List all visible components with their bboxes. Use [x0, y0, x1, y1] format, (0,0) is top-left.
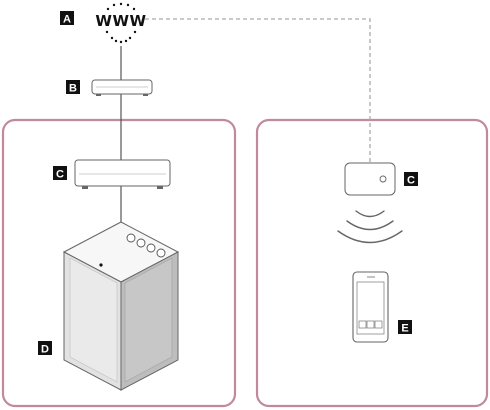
- internet-to-wireless-router-dashed-line: [145, 18, 371, 163]
- marker-c-wired: C: [53, 166, 67, 181]
- wireless-setup-panel: [255, 118, 489, 408]
- marker-b: B: [66, 80, 80, 95]
- wifi-waves-icon: [337, 210, 403, 244]
- marker-e: E: [398, 320, 412, 335]
- speaker-device: [62, 221, 180, 391]
- marker-d: D: [38, 341, 52, 356]
- internet-www-label: WWW: [95, 12, 146, 30]
- wired-setup-panel: [1, 118, 237, 408]
- globe-dots-icon: [105, 2, 137, 44]
- smartphone-device: [352, 271, 389, 343]
- wired-router-device: [74, 159, 171, 189]
- modem-device: [91, 79, 153, 96]
- wireless-router-device: [344, 162, 396, 196]
- marker-c-wireless: C: [404, 172, 418, 187]
- svg-text:C: C: [56, 169, 64, 181]
- svg-text:D: D: [41, 344, 49, 356]
- svg-text:C: C: [407, 175, 415, 187]
- marker-a: A: [60, 11, 74, 26]
- svg-text:B: B: [69, 83, 77, 95]
- svg-text:E: E: [401, 323, 408, 335]
- svg-text:A: A: [63, 14, 71, 26]
